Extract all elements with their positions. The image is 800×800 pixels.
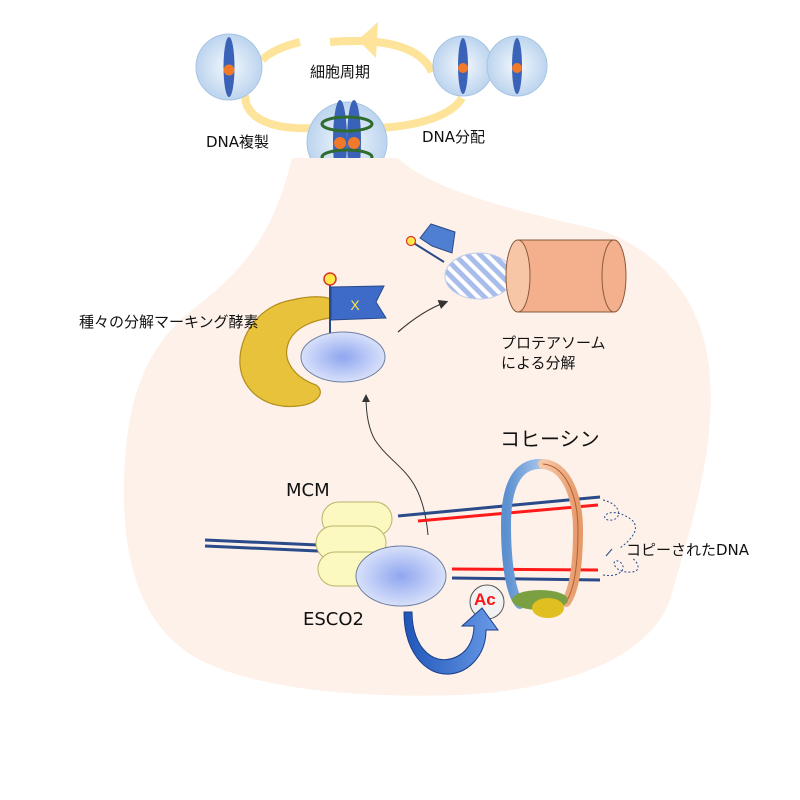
copied-dna-curl — [602, 557, 639, 577]
cohesin-subunit-yellow — [532, 598, 564, 618]
cell-divided-right — [486, 35, 548, 97]
flag-knob — [323, 272, 337, 286]
proteasome-label-line2: による分解 — [501, 354, 576, 372]
cohesin-label: コヒーシン — [500, 427, 600, 451]
centromere — [458, 63, 468, 73]
degradation-flag — [330, 285, 387, 321]
arrow-from-mcm — [362, 394, 429, 536]
copied-dna-curl — [602, 499, 636, 549]
cycle-arc-top — [329, 36, 436, 74]
esco2-enzyme — [355, 545, 447, 607]
protein-being-degraded — [444, 252, 514, 300]
flag-pole — [411, 241, 445, 263]
zoom-cell-background — [123, 158, 711, 696]
mcm-label: MCM — [286, 480, 330, 501]
centromere — [334, 137, 346, 149]
esco2-acetylation-arrow — [403, 607, 499, 675]
acetyl-label: Ac — [474, 590, 496, 609]
centromere — [512, 63, 522, 73]
esco2-label: ESCO2 — [303, 609, 364, 630]
copied-dna-pointer — [605, 548, 613, 557]
degradation-flag — [419, 223, 456, 254]
centromere — [223, 64, 235, 76]
cell-divided-left — [432, 35, 494, 97]
daughter-dna-upper — [397, 495, 601, 518]
cycle-arrowhead — [358, 22, 378, 58]
copied-dna-label: コピーされたDNA — [626, 541, 750, 559]
arrow-to-proteasome — [397, 300, 449, 333]
cohesin-ring-upper — [320, 115, 374, 133]
proteasome-label-line1: プロテアソーム — [501, 334, 606, 352]
cycle-arc-top-left — [259, 38, 301, 63]
dna-segregation-label: DNA分配 — [422, 128, 486, 146]
cohesin-ring — [500, 458, 584, 618]
cycle-arc-right — [377, 95, 466, 132]
target-protein — [300, 331, 386, 383]
flag-mark: X — [350, 297, 360, 313]
marking-enzymes-label: 種々の分解マーキング酵素 — [79, 313, 259, 331]
dna-replication-label: DNA複製 — [206, 133, 270, 151]
cell-g1 — [195, 33, 263, 101]
cohesin-ring-left — [500, 458, 548, 609]
centromere — [348, 137, 360, 149]
cycle-arc-left — [241, 94, 316, 133]
marking-enzyme-complex: X — [239, 272, 387, 408]
flag-knob — [405, 235, 417, 247]
flagged-protein — [405, 223, 514, 300]
proteasome — [505, 239, 627, 313]
cell-cycle-label: 細胞周期 — [310, 63, 371, 81]
